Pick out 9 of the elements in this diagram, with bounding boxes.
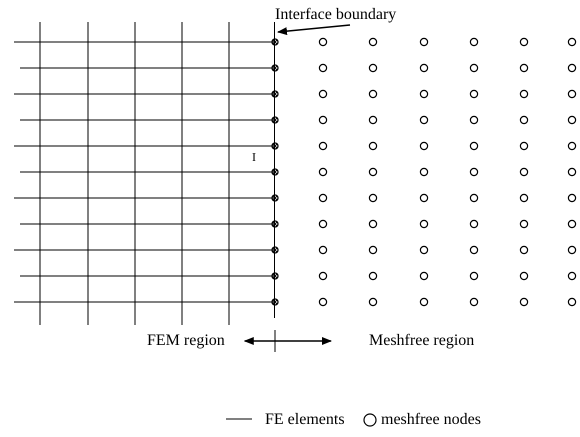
region-label: FEM region — [147, 332, 225, 350]
legend-label: meshfree nodes — [381, 411, 481, 429]
interface-line — [274, 22, 275, 318]
legend-label: FE elements — [265, 411, 345, 429]
arrow — [244, 337, 332, 345]
boundary-label: Interface boundary — [275, 6, 396, 24]
region-label: Meshfree region — [369, 332, 474, 350]
element-label: I — [252, 149, 256, 166]
arrow — [277, 24, 350, 36]
